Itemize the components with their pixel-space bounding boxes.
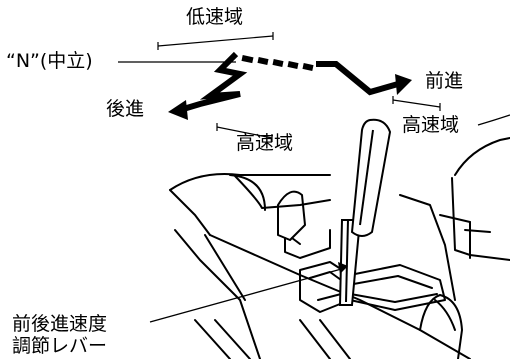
low-speed-label: 低速域 xyxy=(186,6,244,28)
lever-label-line1: 前後進速度 xyxy=(12,313,108,335)
forward-path xyxy=(316,61,399,96)
reverse-high-speed-label: 高速域 xyxy=(236,132,294,154)
forward-high-speed-label: 高速域 xyxy=(402,114,460,136)
machine-panel xyxy=(169,137,510,359)
leader-arrowhead xyxy=(338,262,348,274)
lever xyxy=(338,118,392,306)
leader-lines xyxy=(118,61,510,323)
neutral-label: “N”(中立) xyxy=(6,50,93,72)
forward-label: 前進 xyxy=(425,70,464,92)
lever-label: 前後進速度 調節レバー xyxy=(12,313,108,358)
reverse-arrowhead xyxy=(168,100,188,120)
neutral-dashed-segment xyxy=(241,55,314,71)
lever-label-line2: 調節レバー xyxy=(12,334,108,357)
reverse-label: 後進 xyxy=(106,98,145,120)
shift-pattern xyxy=(168,51,412,120)
reverse-path xyxy=(179,51,248,113)
forward-arrowhead xyxy=(395,74,412,95)
range-brackets xyxy=(157,32,441,142)
